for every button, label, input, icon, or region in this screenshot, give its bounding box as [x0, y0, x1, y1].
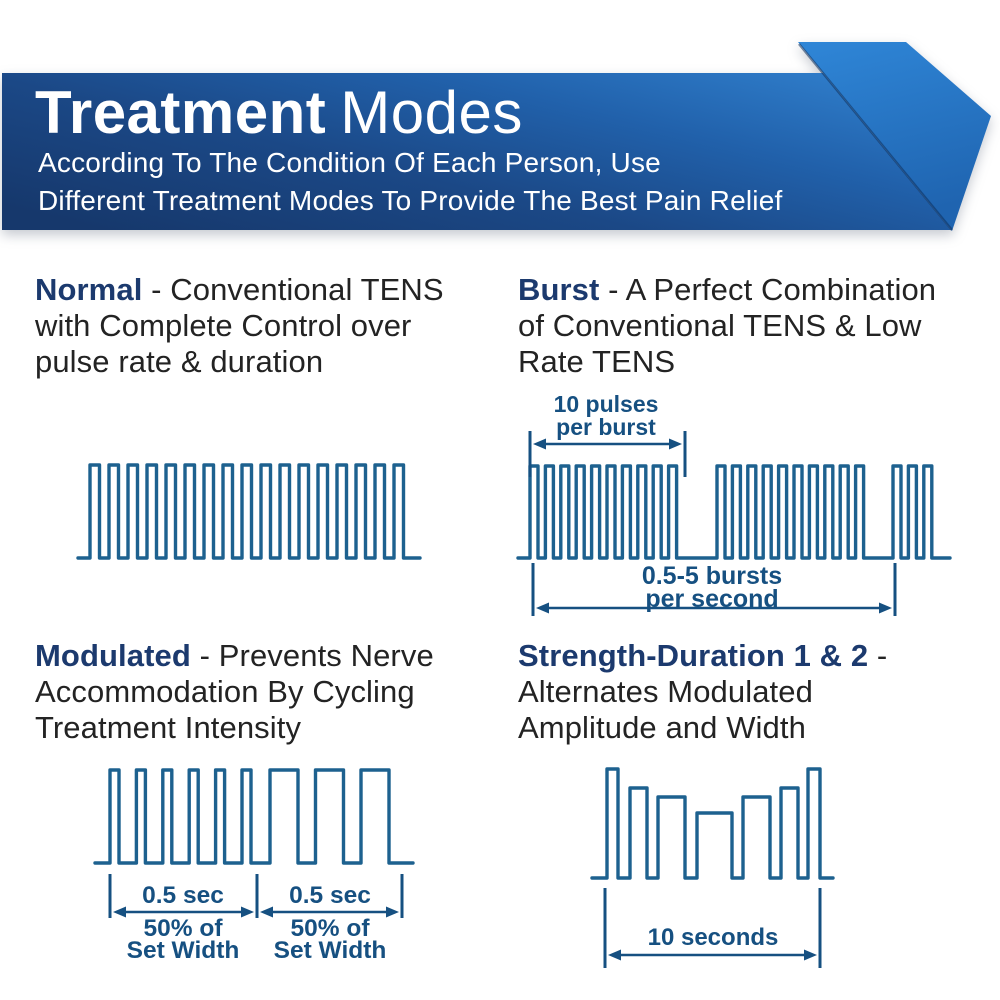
section-normal: Normal - Conventional TENS with Complete… — [35, 272, 505, 380]
term-normal: Normal — [35, 272, 143, 307]
arrowhead-left-icon — [608, 949, 621, 961]
header-ribbon — [2, 42, 991, 231]
ribbon-fold-line — [798, 43, 953, 231]
arrowhead-right-icon — [879, 602, 892, 614]
burst-dimension-label: per second — [645, 585, 778, 613]
normal-waveform — [76, 463, 422, 560]
arrowhead-left-icon — [113, 906, 126, 918]
arrowhead-left-icon — [536, 602, 549, 614]
arrowhead-right-icon — [669, 438, 682, 450]
desc-line: Amplitude and Width — [518, 710, 806, 745]
section-modulated: Modulated - Prevents Nerve Accommodation… — [35, 638, 505, 746]
desc-line: Treatment Intensity — [35, 710, 302, 745]
desc-line: of Conventional TENS & Low — [518, 308, 922, 343]
burst-dimension-label: 0.5-5 bursts — [642, 562, 782, 590]
modulated-dimension-label: 50% of — [291, 915, 371, 942]
term-modulated: Modulated — [35, 638, 191, 673]
strength-dimension-label: 10 seconds — [648, 924, 779, 951]
section-heading-line: Strength-Duration 1 & 2 - — [518, 638, 988, 674]
burst-dimension-label: per burst — [556, 414, 656, 440]
modulated-dimension-label: Set Width — [127, 937, 240, 964]
ribbon-bar — [2, 73, 951, 230]
subtitle-line-1: According To The Condition Of Each Perso… — [38, 147, 661, 178]
desc-line: Accommodation By Cycling — [35, 674, 415, 709]
term-burst: Burst — [518, 272, 600, 307]
burst-waveform — [516, 464, 952, 560]
modulated-waveform — [93, 768, 415, 865]
arrowhead-right-icon — [386, 906, 399, 918]
strength-waveform — [590, 767, 835, 880]
desc-line: Prevents Nerve — [218, 638, 434, 673]
dash-separator: - — [190, 638, 219, 673]
ribbon-arrow-shape — [798, 42, 991, 231]
desc-line: pulse rate & duration — [35, 344, 324, 379]
arrowhead-left-icon — [533, 438, 546, 450]
arrowhead-left-icon — [260, 906, 273, 918]
title-bold-part: Treatment — [35, 79, 327, 146]
dash-separator: - — [142, 272, 171, 307]
desc-line: Alternates Modulated — [518, 674, 813, 709]
modulated-dimension-label: Set Width — [274, 937, 387, 964]
subtitle-line-2: Different Treatment Modes To Provide The… — [38, 185, 783, 216]
burst-dimension-label: 10 pulses — [554, 391, 659, 417]
arrowhead-right-icon — [241, 906, 254, 918]
modulated-dimension-label: 0.5 sec — [142, 882, 224, 909]
term-strength-duration: Strength-Duration 1 & 2 — [518, 638, 869, 673]
section-burst: Burst - A Perfect Combination of Convent… — [518, 272, 988, 380]
dash-separator: - — [599, 272, 626, 307]
modulated-dimension-label: 50% of — [144, 915, 224, 942]
desc-line: A Perfect Combination — [625, 272, 937, 307]
section-heading-line: Modulated - Prevents Nerve — [35, 638, 505, 674]
modulated-dimension-label: 0.5 sec — [289, 882, 371, 909]
section-heading-line: Burst - A Perfect Combination — [518, 272, 988, 308]
desc-line: Rate TENS — [518, 344, 676, 379]
arrowhead-right-icon — [804, 949, 817, 961]
section-strength-duration: Strength-Duration 1 & 2 - Alternates Mod… — [518, 638, 988, 746]
desc-line: Conventional TENS — [170, 272, 444, 307]
title-light-part: Modes — [340, 79, 523, 146]
section-heading-line: Normal - Conventional TENS — [35, 272, 505, 308]
dash-separator: - — [868, 638, 888, 673]
desc-line: with Complete Control over — [35, 308, 412, 343]
